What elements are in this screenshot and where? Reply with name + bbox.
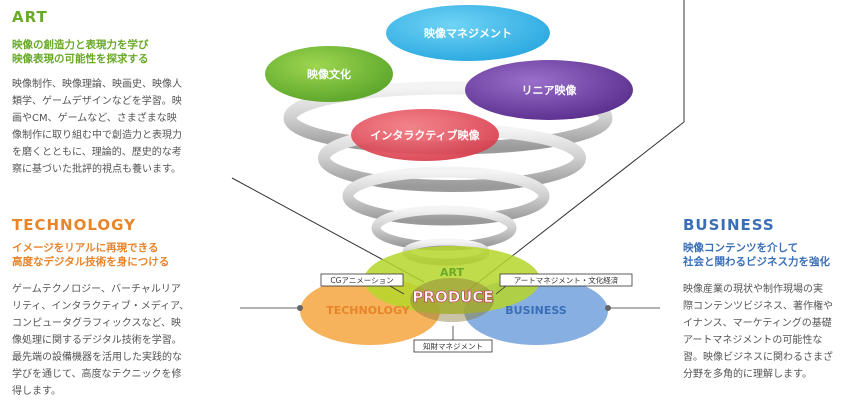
tag-arts-management-label: アートマネジメント・文化経済: [514, 275, 619, 285]
bubble-interactive-label: インタラクティブ映像: [370, 128, 480, 142]
tag-ip: 知財マネジメント: [413, 326, 493, 353]
tag-cg-label: CGアニメーション: [330, 276, 393, 285]
bubble-interactive: インタラクティブ映像: [351, 109, 499, 161]
bubble-linear: リニア映像: [465, 60, 633, 120]
tag-arts-management: アートマネジメント・文化経済: [495, 273, 633, 295]
bubble-management-label: 映像マネジメント: [424, 26, 512, 40]
venn-art-label: ART: [440, 266, 464, 279]
business-body-line: 映像産業の現状や制作現場の実: [683, 284, 823, 295]
technology-body-line: 像処理に関するデジタル技術を学習。: [12, 335, 182, 346]
bubble-culture: 映像文化: [265, 46, 393, 102]
technology-body-line: ゲームテクノロジー、バーチャルリア: [12, 284, 181, 295]
art-body-line: 映像制作、映像理論、映画史、映像人: [12, 79, 182, 90]
produce-label: PRODUCE: [412, 288, 493, 306]
art-heading: ART: [12, 8, 48, 26]
technology-body-line: コンピュータグラフィックスなど、映: [12, 318, 181, 329]
technology-body-line: 最先端の設備機器を活用した実践的な: [12, 352, 182, 363]
technology-subtitle-line: 高度なデジタル技術を身につける: [12, 256, 170, 268]
art-body-line: を磨くとともに、理論的、歴史的な考: [12, 147, 182, 158]
art-subtitle-line: 映像の創造力と表現力を学び: [12, 39, 149, 51]
technology-subtitle: イメージをリアルに再現できる 高度なデジタル技術を身につける: [12, 241, 169, 269]
art-subtitle: 映像の創造力と表現力を学び 映像表現の可能性を探求する: [12, 38, 149, 66]
art-description: 映像制作、映像理論、映画史、映像人 類学、ゲームデザインなどを学習。映 画やCM…: [12, 76, 230, 178]
bubble-linear-label: リニア映像: [522, 83, 578, 97]
bubble-management: 映像マネジメント: [386, 5, 550, 61]
business-heading: BUSINESS: [683, 216, 775, 234]
technology-body-line: 得します。: [12, 386, 61, 397]
business-body-line: 分野を多角的に理解します。: [683, 369, 812, 380]
business-body-line: 習。映像ビジネスに関わるさまざ: [683, 352, 833, 363]
art-body-line: 画やCM、ゲームなど、さまざまな映: [12, 113, 177, 124]
business-subtitle-line: 映像コンテンツを介して: [683, 242, 799, 254]
technology-heading: TECHNOLOGY: [12, 216, 136, 234]
business-body-line: アートマネジメントの可能性な: [683, 335, 823, 346]
business-body-line: 際コンテンツビジネス、著作権や: [683, 301, 833, 312]
business-subtitle: 映像コンテンツを介して 社会と関わるビジネス力を強化: [683, 241, 830, 269]
technology-body-line: 学びを通じて、高度なテクニックを修: [12, 369, 182, 380]
business-description: 映像産業の現状や制作現場の実 際コンテンツビジネス、著作権や イナンス、マーケテ…: [683, 281, 858, 383]
business-subtitle-line: 社会と関わるビジネス力を強化: [683, 256, 830, 268]
bubble-culture-label: 映像文化: [307, 67, 351, 81]
business-body-line: イナンス、マーケティングの基礎: [683, 318, 832, 329]
art-body-line: 類学、ゲームデザインなどを学習。映: [12, 96, 182, 107]
connector-dot: [605, 305, 611, 311]
art-subtitle-line: 映像表現の可能性を探求する: [12, 53, 149, 65]
technology-subtitle-line: イメージをリアルに再現できる: [12, 242, 159, 254]
technology-body-line: リティ、インタラクティブ・メディア、: [12, 301, 190, 312]
venn-art: [364, 246, 540, 314]
technology-description: ゲームテクノロジー、バーチャルリア リティ、インタラクティブ・メディア、 コンピ…: [12, 281, 230, 400]
venn-technology-label: TECHNOLOGY: [326, 304, 411, 317]
tag-ip-label: 知財マネジメント: [423, 341, 483, 351]
art-body-line: 察に基づいた批評的視点も養います。: [12, 164, 181, 175]
tag-cg: CGアニメーション: [320, 273, 405, 295]
connector-dot: [297, 305, 303, 311]
venn-business-label: BUSINESS: [505, 304, 566, 317]
venn-center: [410, 278, 494, 322]
art-body-line: 像制作に取り組む中で創造力と表現力: [12, 130, 182, 141]
